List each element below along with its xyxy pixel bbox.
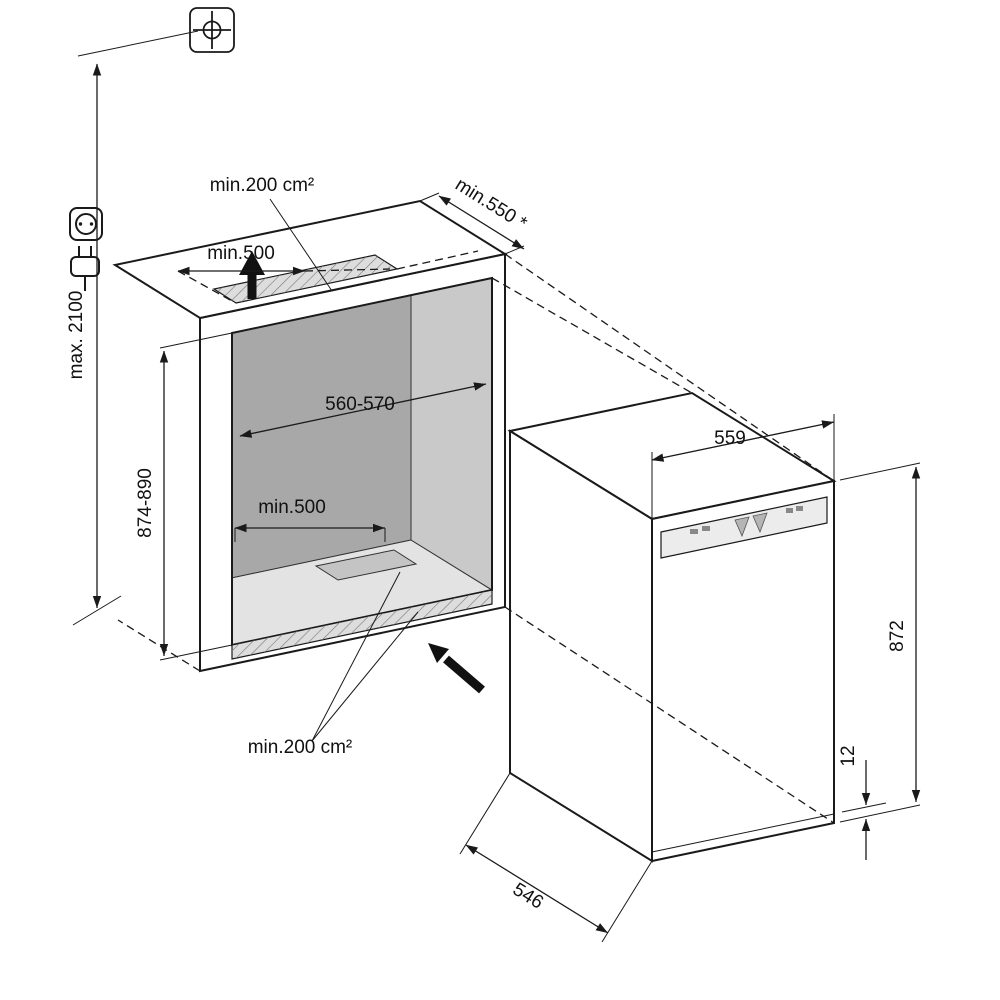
appliance-body [507, 391, 837, 863]
top-vent-width-label: min.500 [207, 243, 275, 264]
fixing-bracket-icon [189, 7, 235, 53]
appliance-bottom-step-line [651, 813, 835, 853]
appliance-depth-label: 546 [509, 879, 547, 914]
top-vent-grille [212, 250, 479, 304]
power-socket-icon [69, 207, 103, 241]
display-icon [702, 526, 710, 531]
floor-projection-line [117, 619, 201, 672]
grip-notch [734, 516, 750, 538]
power-plug-icon [70, 246, 100, 291]
niche-height-label: 874-890 [135, 468, 156, 538]
max-height-dimension: max. 2100 [66, 30, 201, 672]
ceiling-reference-line [77, 30, 199, 57]
niche-width-dimension: 560-570 [239, 382, 487, 438]
niche-depth-label: min.550 * [451, 174, 531, 235]
display-icon [786, 508, 793, 513]
appliance-height-dimension: 872 [839, 462, 921, 823]
top-vent-area-label: min.200 cm² [210, 175, 315, 196]
floor-vent-width-label: min.500 [258, 497, 326, 518]
top-vent-area-callout: min.200 cm² [210, 175, 333, 292]
grip-notch [752, 512, 768, 534]
bottom-vent-grille [231, 589, 493, 660]
appliance-width-label: 559 [714, 428, 746, 449]
floor-reference-tick [72, 595, 122, 626]
bottom-vent-area-callout: min.200 cm² [248, 571, 419, 758]
projection-lines [491, 253, 835, 824]
appliance-width-dimension: 559 [651, 414, 835, 519]
bottom-step-dimension: 12 [838, 745, 887, 860]
floor-vent-width-dimension: min.500 [234, 497, 386, 542]
niche-height-dimension: 874-890 [135, 332, 233, 661]
top-vent-width-dimension: min.500 [177, 243, 391, 302]
airflow-in-arrow-icon [428, 643, 485, 694]
bottom-vent-area-label: min.200 cm² [248, 737, 353, 758]
display-icon [690, 529, 698, 534]
niche-width-label: 560-570 [325, 394, 395, 415]
appliance-height-label: 872 [887, 620, 908, 652]
bottom-step-label: 12 [838, 745, 859, 766]
max-height-label: max. 2100 [66, 291, 87, 380]
display-icon [796, 506, 803, 511]
control-panel [660, 496, 828, 559]
floor-vent-cutout [314, 549, 418, 581]
